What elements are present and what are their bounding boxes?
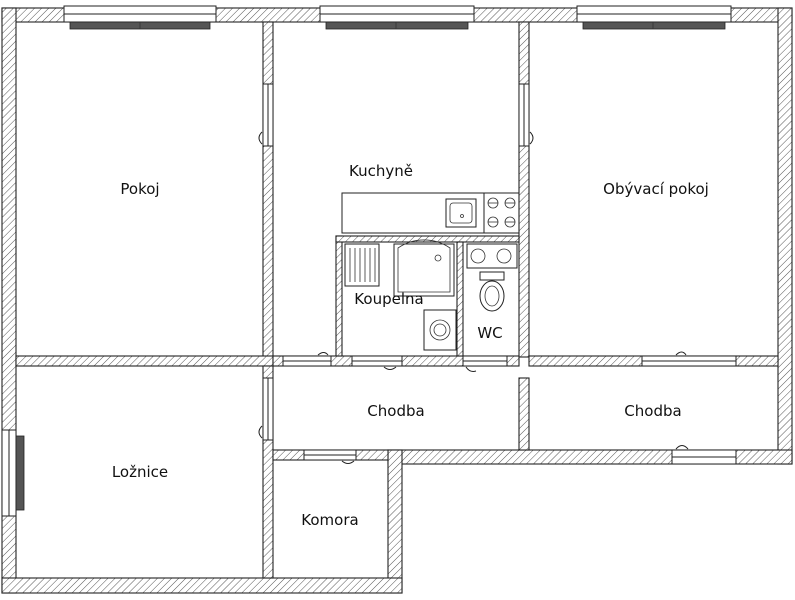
door-koupelna (351, 355, 403, 370)
door-pokoj-chodba (282, 352, 332, 367)
label-koupelna: Koupelna (354, 290, 423, 308)
door-pokoj-kuchyne (258, 83, 274, 147)
window-loznice (1, 429, 25, 517)
label-loznice: Ložnice (112, 463, 168, 481)
window-kuchyne (319, 5, 475, 30)
door-komora (303, 449, 357, 464)
label-kuchyne: Kuchyně (349, 162, 413, 180)
room-labels: Pokoj Kuchyně Obývací pokoj Koupelna WC … (112, 162, 709, 529)
doors (258, 83, 737, 465)
door-wc (462, 355, 508, 372)
washing-machine-icon (423, 309, 457, 351)
radiator-icon (344, 243, 380, 287)
wall-loznice-chodba (262, 365, 274, 579)
shower-icon (393, 243, 455, 297)
wall-bottom (1, 577, 403, 594)
wall-kuchyne-obyvaci (518, 21, 530, 358)
kitchen-counter (341, 192, 520, 234)
stove-icon (483, 192, 520, 234)
wall-pokoj-loznice (15, 355, 274, 367)
door-entrance (671, 445, 737, 465)
label-obyvaci-pokoj: Obývací pokoj (603, 180, 709, 198)
toilet-icon (479, 271, 505, 312)
wall-right (777, 7, 793, 465)
boiler-icon (466, 243, 518, 269)
label-chodba-left: Chodba (367, 402, 424, 420)
windows (1, 5, 732, 517)
wall-chodba-chodba (518, 377, 530, 451)
wall-komora-right (387, 449, 403, 594)
window-obyvaci (576, 5, 732, 30)
label-komora: Komora (301, 511, 358, 529)
wall-pokoj-kuchyne (262, 21, 274, 358)
label-wc: WC (477, 324, 502, 342)
window-pokoj (63, 5, 217, 30)
door-kuchyne-obyvaci (518, 83, 534, 147)
wall-koupelna-top (335, 235, 520, 243)
door-obyvaci-chodba (641, 351, 737, 367)
wall-koupelna-left (335, 235, 343, 357)
bathroom-fixtures (344, 239, 518, 351)
sink-icon (445, 198, 477, 228)
label-pokoj: Pokoj (120, 180, 159, 198)
door-loznice-chodba (258, 377, 274, 441)
wall-koupelna-wc (456, 241, 464, 357)
label-chodba-right: Chodba (624, 402, 681, 420)
